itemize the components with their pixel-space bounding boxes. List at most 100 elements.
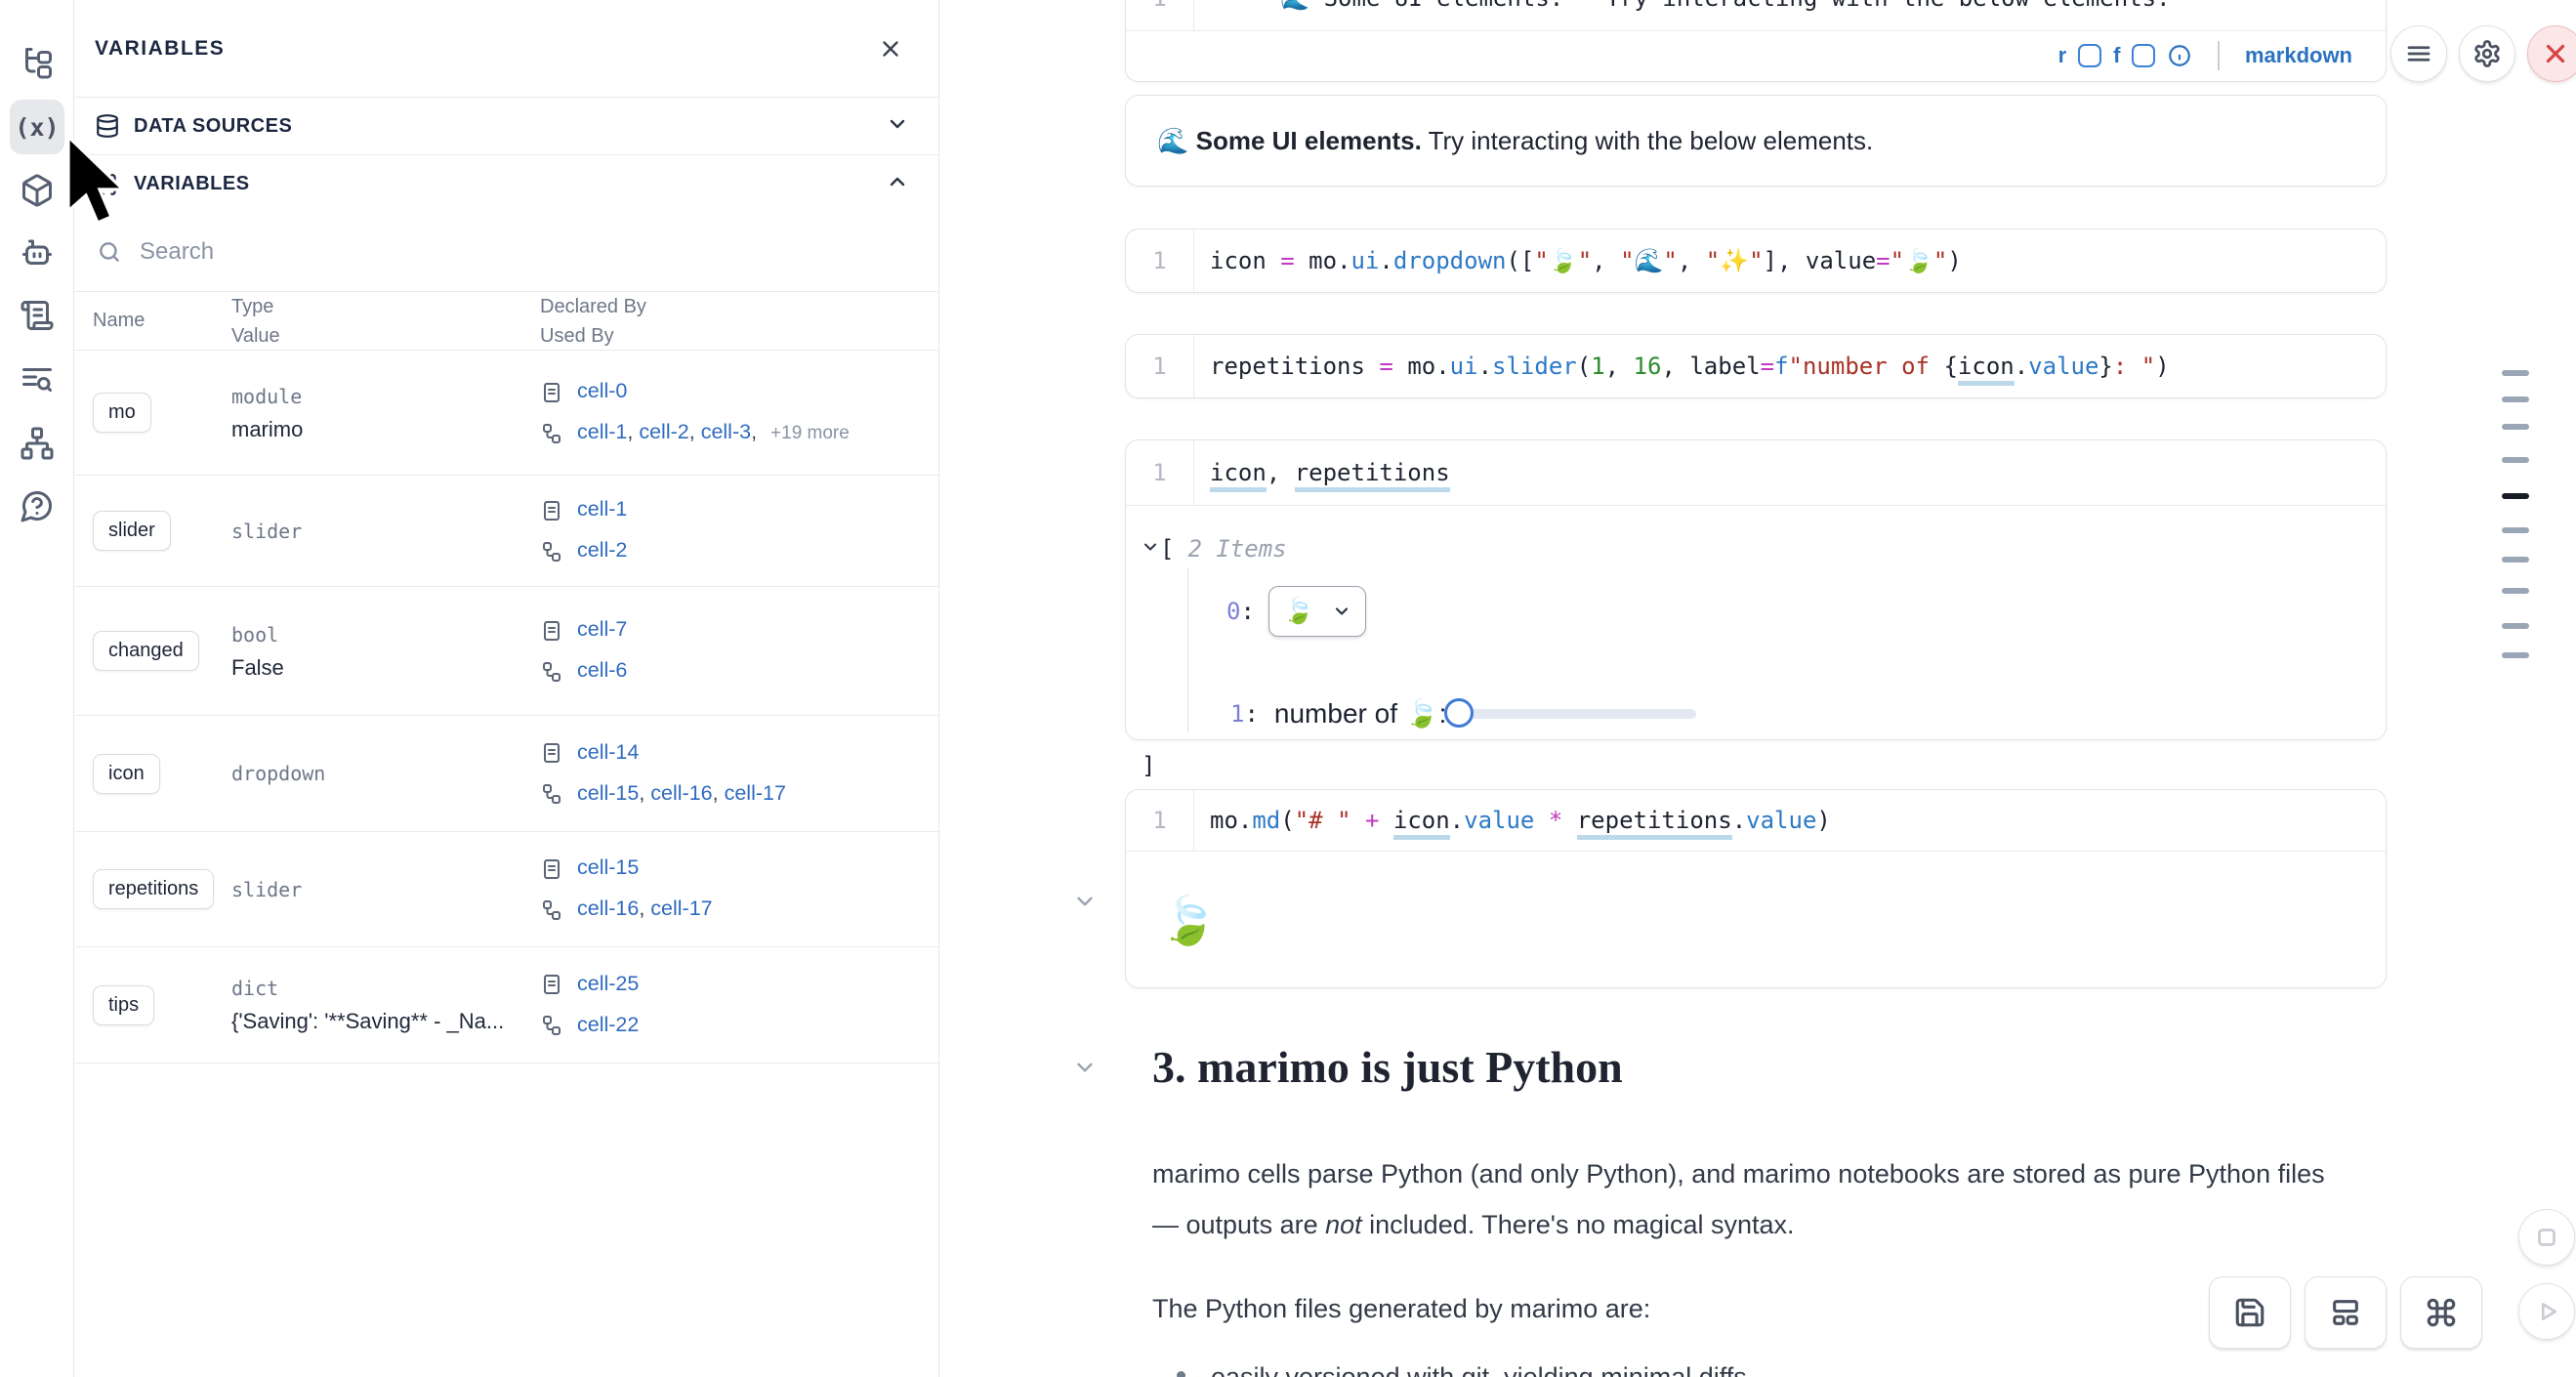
declared-links[interactable]: cell-15 — [577, 847, 639, 891]
cell-link[interactable]: cell-7 — [577, 617, 628, 641]
slider-track[interactable] — [1446, 708, 1697, 719]
cell-link[interactable]: cell-0 — [577, 379, 628, 402]
minimap-cell-marker[interactable] — [2502, 623, 2529, 629]
used-links[interactable]: cell-22 — [577, 1004, 639, 1048]
cell-link[interactable]: cell-6 — [577, 658, 628, 682]
scroll-icon[interactable] — [10, 288, 64, 343]
tree-collapse-icon[interactable] — [1141, 535, 1160, 563]
variable-name-badge[interactable]: tips — [93, 984, 155, 1025]
code-line[interactable]: mo.md("# " + icon.value * repetitions.va… — [1194, 807, 1831, 840]
language-label[interactable]: markdown — [2244, 43, 2352, 67]
cell-slider-code[interactable]: 1 repetitions = mo.ui.slider(1, 16, labe… — [1125, 334, 2387, 398]
cell-link[interactable]: cell-14 — [577, 739, 640, 764]
cell-link[interactable]: cell-2 — [577, 538, 628, 562]
minimap-cell-marker[interactable] — [2502, 370, 2529, 376]
declared-links[interactable]: cell-14 — [577, 731, 639, 775]
used-links[interactable]: cell-15, cell-16, cell-17 — [577, 780, 786, 805]
declared-links[interactable]: cell-0 — [577, 370, 627, 414]
bot-icon[interactable] — [10, 226, 64, 280]
used-links[interactable]: cell-16, cell-17 — [577, 897, 713, 920]
variable-name-badge[interactable]: repetitions — [93, 869, 215, 909]
section-collapse-icon[interactable] — [1072, 1055, 1098, 1085]
shutdown-close-icon[interactable] — [2527, 25, 2576, 82]
section-variables[interactable]: VARIABLES — [75, 155, 938, 213]
minimap-cell-marker[interactable] — [2502, 493, 2529, 499]
cell-link[interactable]: cell-15 — [577, 855, 640, 879]
cell-tuple[interactable]: 1 icon, repetitions [ 2 Items 0: 🍃 1: nu… — [1125, 439, 2387, 779]
search-input[interactable] — [140, 238, 880, 266]
minimap-cell-marker[interactable] — [2502, 652, 2529, 658]
focus-hint-key-icon[interactable] — [2132, 44, 2156, 67]
cell-minimap[interactable] — [2502, 0, 2531, 1377]
cell-link[interactable]: cell-16 — [650, 780, 713, 805]
run-hint-key-icon[interactable] — [2078, 44, 2102, 67]
table-row[interactable]: slider slider cell-1 cell-2 — [75, 476, 938, 587]
cell-link[interactable]: cell-17 — [724, 780, 786, 805]
chevron-down-icon[interactable] — [886, 112, 909, 141]
cell-link[interactable]: cell-22 — [577, 1012, 640, 1036]
used-links[interactable]: cell-1, cell-2, cell-3, +19 more — [577, 420, 850, 443]
table-row[interactable]: icon dropdown cell-14 cell-15, cell-16, … — [75, 716, 938, 832]
variables-icon[interactable]: (x) — [10, 100, 64, 154]
cell-link[interactable]: cell-25 — [577, 971, 640, 995]
code-line[interactable]: """**🌊 Some UI elements.** Try interacti… — [1194, 0, 2171, 12]
table-row[interactable]: mo module marimo cell-0 cell-1, cell-2, … — [75, 351, 938, 476]
cell-link[interactable]: cell-15 — [577, 780, 640, 805]
cell-collapse-icon[interactable] — [1072, 889, 1098, 919]
variable-name-badge[interactable]: mo — [93, 393, 151, 433]
code-line[interactable]: icon, repetitions — [1194, 459, 1450, 492]
square-stop-icon[interactable] — [2518, 1209, 2575, 1266]
cell-link[interactable]: cell-16 — [577, 897, 640, 920]
package-icon[interactable] — [10, 163, 64, 218]
cell-link[interactable]: cell-3 — [700, 420, 752, 443]
doc-search-icon[interactable] — [10, 353, 64, 407]
layout-button[interactable] — [2305, 1276, 2387, 1349]
cell-link[interactable]: cell-1 — [577, 420, 628, 443]
tree-index: 1 — [1230, 699, 1245, 728]
chevron-up-icon[interactable] — [886, 170, 909, 198]
declared-links[interactable]: cell-25 — [577, 963, 639, 1007]
database-icon — [95, 113, 120, 139]
code-line[interactable]: icon = mo.ui.dropdown(["🍃", "🌊", "✨"], v… — [1210, 247, 1962, 274]
used-links[interactable]: cell-2 — [577, 529, 627, 573]
variable-name-badge[interactable]: changed — [93, 631, 199, 671]
declared-links[interactable]: cell-1 — [577, 488, 627, 532]
minimap-cell-marker[interactable] — [2502, 588, 2529, 594]
minimap-cell-marker[interactable] — [2502, 424, 2529, 430]
cell-link[interactable]: cell-1 — [577, 497, 628, 521]
more-links-label[interactable]: +19 more — [770, 423, 850, 443]
cell-md-expression[interactable]: 1 mo.md("# " + icon.value * repetitions.… — [1125, 789, 2387, 988]
info-icon[interactable] — [2167, 43, 2192, 68]
minimap-cell-marker[interactable] — [2502, 457, 2529, 463]
table-row[interactable]: changed bool False cell-7 cell-6 — [75, 587, 938, 716]
section-data-sources[interactable]: DATA SOURCES — [75, 98, 938, 155]
dropdown-widget[interactable]: 🍃 — [1267, 586, 1366, 637]
gear-icon[interactable] — [2459, 25, 2515, 82]
search-bar — [75, 213, 938, 292]
network-icon[interactable] — [10, 416, 64, 471]
cell-link[interactable]: cell-2 — [639, 420, 689, 443]
cell-link[interactable]: cell-17 — [650, 897, 713, 920]
slider-thumb[interactable] — [1444, 697, 1475, 728]
help-icon[interactable] — [10, 479, 64, 533]
close-icon[interactable] — [874, 32, 907, 65]
minimap-cell-marker[interactable] — [2502, 557, 2529, 563]
cell-dropdown-code[interactable]: 1 icon = mo.ui.dropdown(["🍃", "🌊", "✨"],… — [1125, 229, 2387, 293]
wave-emoji: 🌊 — [1157, 125, 1196, 155]
save-button[interactable] — [2209, 1276, 2291, 1349]
run-play-icon[interactable] — [2518, 1283, 2575, 1340]
used-links[interactable]: cell-6 — [577, 649, 627, 693]
minimap-cell-marker[interactable] — [2502, 527, 2529, 533]
slider-widget[interactable] — [1444, 697, 1697, 730]
cell-markdown-editor[interactable]: 1 """**🌊 Some UI elements.** Try interac… — [1125, 0, 2387, 82]
declared-links[interactable]: cell-7 — [577, 608, 627, 652]
command-palette-button[interactable] — [2400, 1276, 2482, 1349]
variable-name-badge[interactable]: slider — [93, 511, 171, 551]
table-row[interactable]: repetitions slider cell-15 cell-16, cell… — [75, 832, 938, 947]
variable-name-badge[interactable]: icon — [93, 753, 160, 794]
file-tree-icon[interactable] — [10, 35, 64, 90]
minimap-cell-marker[interactable] — [2502, 396, 2529, 402]
code-line[interactable]: repetitions = mo.ui.slider(1, 16, label=… — [1194, 353, 2170, 386]
hamburger-menu-icon[interactable] — [2390, 25, 2447, 82]
table-row[interactable]: tips dict {'Saving': '**Saving** - _Na..… — [75, 947, 938, 1064]
